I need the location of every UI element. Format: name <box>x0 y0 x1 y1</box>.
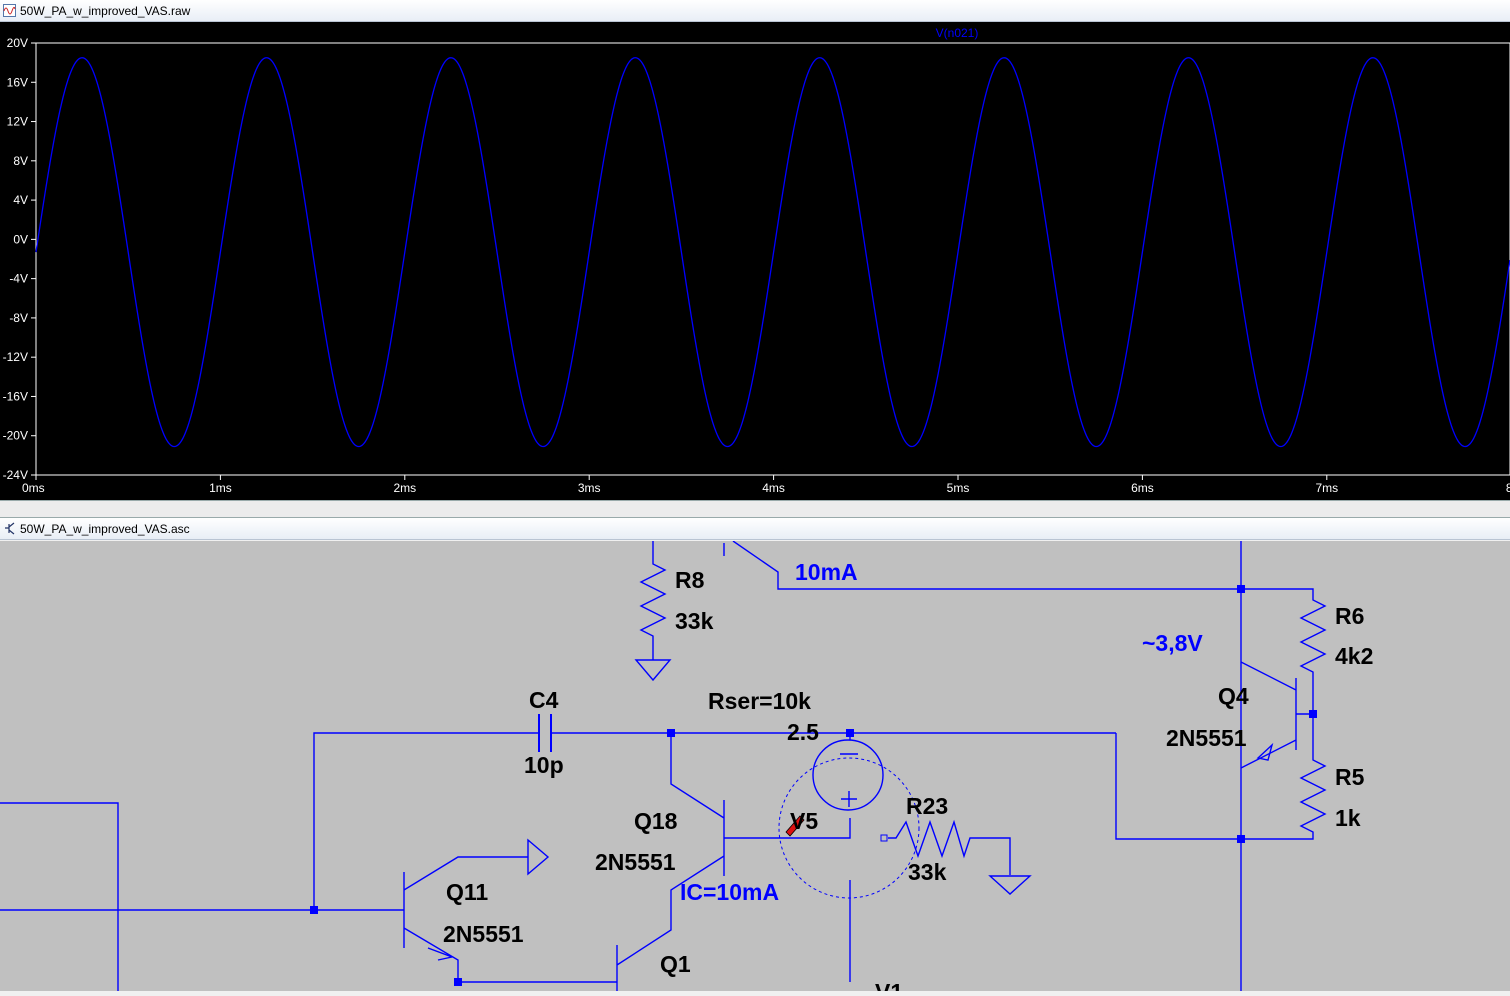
schematic-file-icon <box>5 522 15 535</box>
label-q4-model: 2N5551 <box>1166 725 1247 751</box>
pane-splitter[interactable] <box>0 500 1510 518</box>
label-r5-name: R5 <box>1335 764 1365 790</box>
transistor-q1[interactable] <box>616 910 672 991</box>
waveform-plot[interactable]: 20V 16V 12V 8V 4V 0V -4V -8V -12V -16V -20V -24V 0m… <box>0 22 1510 500</box>
capacitor-c4[interactable] <box>538 714 552 752</box>
label-r8-value: 33k <box>675 608 714 634</box>
waveform-plot-pane[interactable]: 20V 16V 12V 8V 4V 0V -4V -8V -12V -16V -20V -24V 0m… <box>0 22 1510 500</box>
x-tick-label: 8r <box>1506 481 1510 495</box>
y-tick-label: -4V <box>9 272 28 286</box>
label-q11-name: Q11 <box>446 879 488 905</box>
x-tick-label: 4ms <box>762 481 785 495</box>
waveform-file-icon <box>3 4 16 17</box>
transistor-q11[interactable] <box>403 856 617 983</box>
trace-vn021[interactable] <box>35 57 1510 448</box>
label-r6-value: 4k2 <box>1335 643 1373 669</box>
schematic-window-title: 50W_PA_w_improved_VAS.asc <box>20 522 190 536</box>
ground-symbol-r8 <box>634 659 672 682</box>
resistor-r23[interactable] <box>888 819 1011 875</box>
schematic-canvas[interactable]: R8 33k R6 4k2 Q4 2N5551 R5 1k C4 10p Rse… <box>0 540 1510 996</box>
resistor-r8[interactable] <box>639 541 667 660</box>
y-tick-label: 16V <box>7 75 28 89</box>
x-tick-label: 6ms <box>1131 481 1154 495</box>
junction-dots <box>310 585 1317 986</box>
label-v1-partial: V1 <box>875 979 903 991</box>
y-tick-label: 8V <box>13 154 28 168</box>
trace-legend-vn021[interactable]: V(n021) <box>936 26 979 40</box>
note-10ma: 10mA <box>795 559 858 585</box>
label-rser: Rser=10k <box>708 688 811 714</box>
y-tick-label: -8V <box>9 311 28 325</box>
y-tick-label: -12V <box>3 350 28 364</box>
output-port-arrow <box>527 838 550 876</box>
y-axis: 20V 16V 12V 8V 4V 0V -4V -8V -12V -16V -20V -24V <box>3 36 36 482</box>
label-r5-value: 1k <box>1335 805 1361 831</box>
x-tick-label: 7ms <box>1315 481 1338 495</box>
label-q4-name: Q4 <box>1218 683 1249 709</box>
label-q18-model: 2N5551 <box>595 849 676 875</box>
y-tick-label: -20V <box>3 429 28 443</box>
waveform-window-title: 50W_PA_w_improved_VAS.raw <box>20 4 191 18</box>
label-r8-name: R8 <box>675 567 705 593</box>
label-r23-value: 33k <box>908 859 947 885</box>
x-axis: 0ms 1ms 2ms 3ms 4ms 5ms 6ms 7ms 8r <box>22 475 1510 495</box>
y-tick-label: 0V <box>13 232 28 246</box>
label-v5-value: 2.5 <box>787 719 819 745</box>
wire-vas-output <box>1115 733 1241 840</box>
probe-cursor-icon <box>785 815 805 837</box>
label-q1-name: Q1 <box>660 951 691 977</box>
q11-emitter-arrow <box>427 947 455 961</box>
y-tick-label: -16V <box>3 389 28 403</box>
x-tick-label: 0ms <box>22 481 45 495</box>
r23-pin <box>880 834 888 842</box>
x-tick-label: 2ms <box>393 481 416 495</box>
y-tick-label: 4V <box>13 193 28 207</box>
label-v5-name: V5 <box>790 808 818 834</box>
wire-10ma-net <box>723 540 1241 590</box>
voltage-source-v5[interactable] <box>812 739 884 811</box>
label-r23-name: R23 <box>906 793 948 819</box>
transistor-q4[interactable] <box>1240 661 1313 769</box>
x-tick-label: 3ms <box>578 481 601 495</box>
x-tick-label: 5ms <box>947 481 970 495</box>
y-tick-label: -24V <box>3 468 28 482</box>
wire-c4-net <box>313 732 1116 910</box>
schematic-window-titlebar[interactable]: 50W_PA_w_improved_VAS.asc <box>0 518 1510 540</box>
y-tick-label: 12V <box>7 115 28 129</box>
schematic-drawing[interactable]: R8 33k R6 4k2 Q4 2N5551 R5 1k C4 10p Rse… <box>0 540 1510 996</box>
v5-polarity <box>840 733 858 807</box>
label-q11-model: 2N5551 <box>443 921 524 947</box>
wire-input <box>0 802 404 991</box>
note-ic-10ma: IC=10mA <box>680 879 779 905</box>
note-3v8: ~3,8V <box>1142 630 1203 656</box>
x-tick-label: 1ms <box>209 481 232 495</box>
wires <box>0 540 1327 991</box>
ground-symbol-r23 <box>988 875 1032 895</box>
waveform-window-titlebar[interactable]: 50W_PA_w_improved_VAS.raw <box>0 0 1510 22</box>
label-c4-name: C4 <box>529 687 559 713</box>
q4-emitter-arrow <box>1256 742 1274 761</box>
y-tick-label: 20V <box>7 36 28 50</box>
resistor-r5[interactable] <box>1241 714 1327 840</box>
probe-highlight-circle <box>778 757 920 899</box>
label-r6-name: R6 <box>1335 603 1364 629</box>
resistor-r6[interactable] <box>1241 588 1327 714</box>
label-c4-value: 10p <box>524 752 564 778</box>
transistor-q18[interactable] <box>670 733 851 910</box>
label-q18-name: Q18 <box>634 808 678 834</box>
